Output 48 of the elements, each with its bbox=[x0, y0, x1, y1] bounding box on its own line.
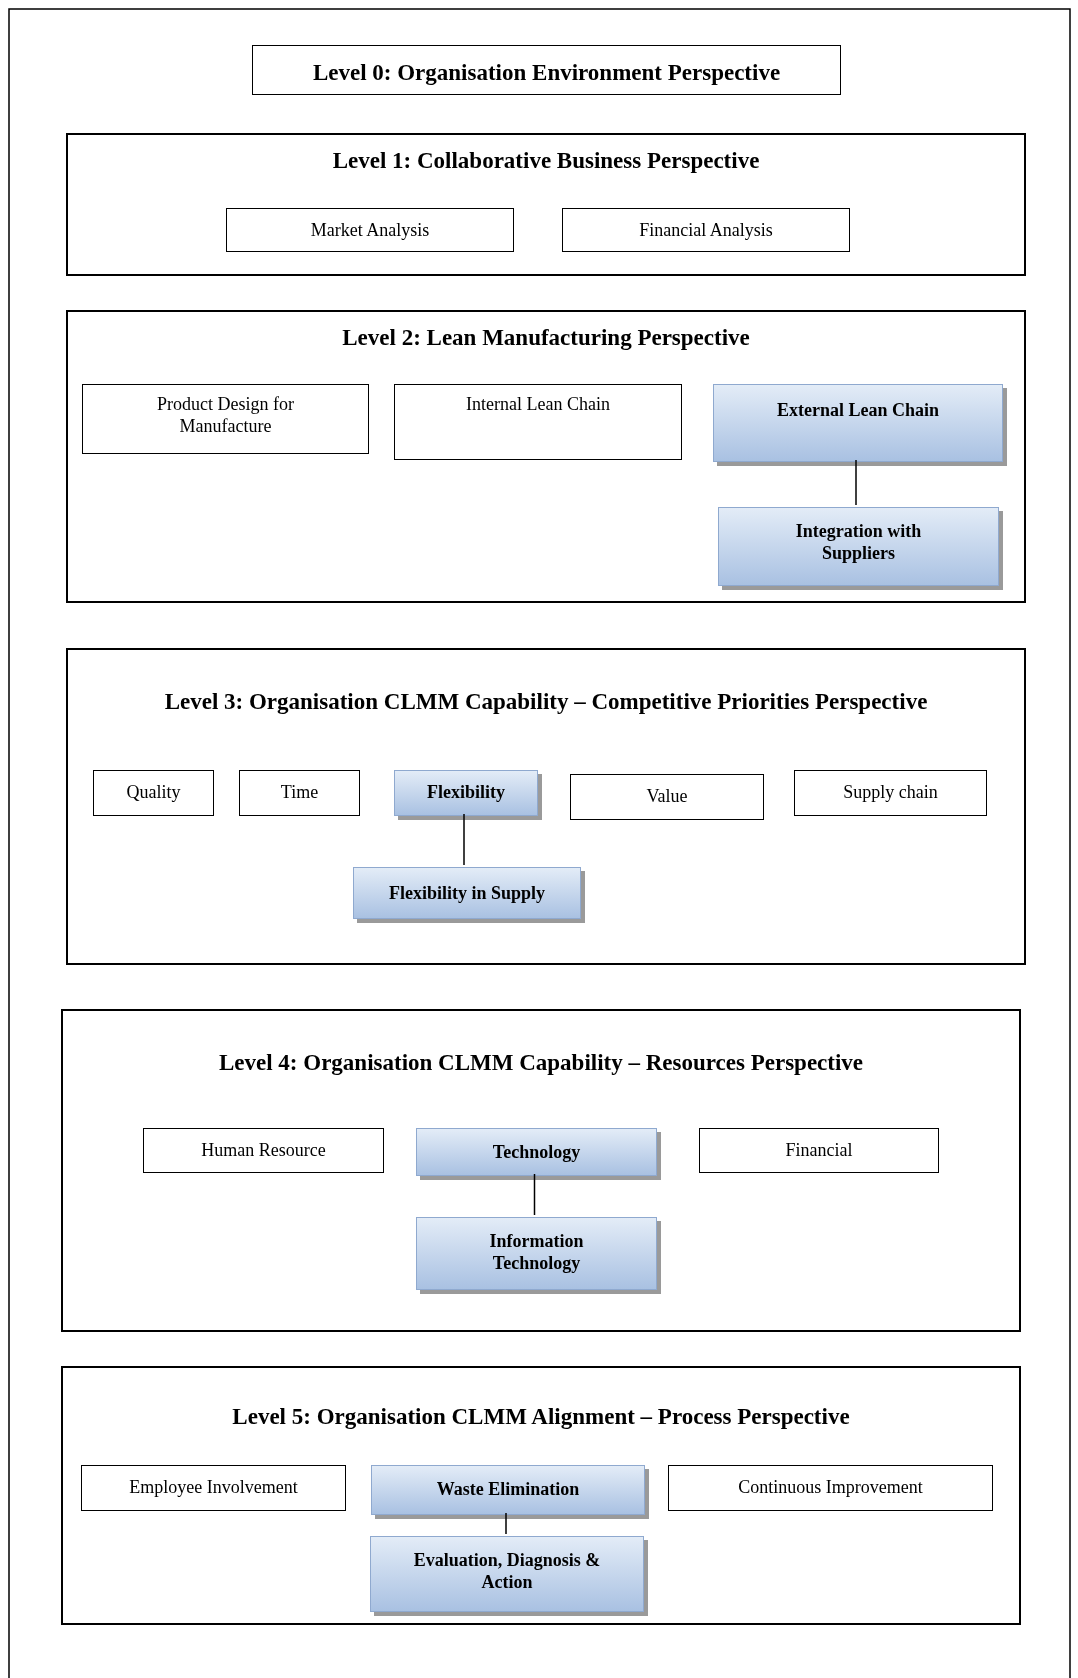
factor-label: Supply chain bbox=[842, 781, 939, 803]
factor-label: Quality bbox=[125, 781, 182, 803]
level-heading: Level 4: Organisation CLMM Capability – Resources Perspective bbox=[217, 1049, 865, 1076]
level-panel bbox=[61, 1366, 1021, 1625]
factor-label: External Lean Chain bbox=[776, 399, 940, 421]
level-heading: Level 5: Organisation CLMM Alignment – Process Perspective bbox=[231, 1403, 851, 1430]
level-heading: Level 3: Organisation CLMM Capability – Competitive Priorities Perspective bbox=[163, 688, 929, 715]
factor-label: Time bbox=[279, 781, 320, 803]
level-heading: Level 1: Collaborative Business Perspective bbox=[331, 147, 761, 174]
factor-box bbox=[699, 1128, 939, 1173]
factor-label: Integration with Suppliers bbox=[794, 520, 923, 564]
factor-box bbox=[226, 208, 514, 252]
factor-label: Flexibility in Supply bbox=[387, 882, 547, 904]
factor-label: Financial Analysis bbox=[638, 219, 774, 241]
factor-box bbox=[794, 770, 987, 816]
factor-label: Value bbox=[645, 785, 689, 807]
level-title-box bbox=[252, 45, 841, 95]
factor-label: Market Analysis bbox=[309, 219, 431, 241]
factor-label: Waste Elimination bbox=[435, 1478, 581, 1500]
factor-box bbox=[668, 1465, 993, 1511]
level-panel bbox=[61, 1009, 1021, 1332]
connector-line bbox=[463, 813, 465, 866]
factor-box bbox=[143, 1128, 384, 1173]
connector-line bbox=[505, 1512, 507, 1535]
factor-box bbox=[562, 208, 850, 252]
level-panel bbox=[66, 133, 1026, 276]
level-panel bbox=[66, 310, 1026, 603]
factor-box bbox=[239, 770, 360, 816]
factor-box bbox=[394, 384, 682, 460]
factor-box bbox=[82, 384, 369, 454]
factor-label: Internal Lean Chain bbox=[465, 393, 611, 415]
factor-box bbox=[81, 1465, 346, 1511]
connector-line bbox=[855, 459, 857, 506]
factor-label: Continuous Improvement bbox=[737, 1476, 924, 1498]
factor-label: Technology bbox=[491, 1141, 582, 1163]
factor-label: Employee Involvement bbox=[128, 1476, 299, 1498]
factor-label: Evaluation, Diagnosis & Action bbox=[412, 1549, 602, 1593]
factor-label: Financial bbox=[784, 1139, 854, 1161]
level-heading: Level 2: Lean Manufacturing Perspective bbox=[341, 324, 751, 351]
level-panel bbox=[66, 648, 1026, 965]
factor-label: Human Resource bbox=[200, 1139, 327, 1161]
factor-label: Information Technology bbox=[488, 1230, 585, 1274]
factor-box bbox=[93, 770, 214, 816]
level-heading: Level 0: Organisation Environment Perspective bbox=[311, 59, 782, 86]
factor-label: Product Design for Manufacture bbox=[156, 393, 295, 437]
connector-line bbox=[533, 1173, 536, 1216]
factor-box bbox=[570, 774, 764, 820]
factor-label: Flexibility bbox=[426, 781, 506, 803]
